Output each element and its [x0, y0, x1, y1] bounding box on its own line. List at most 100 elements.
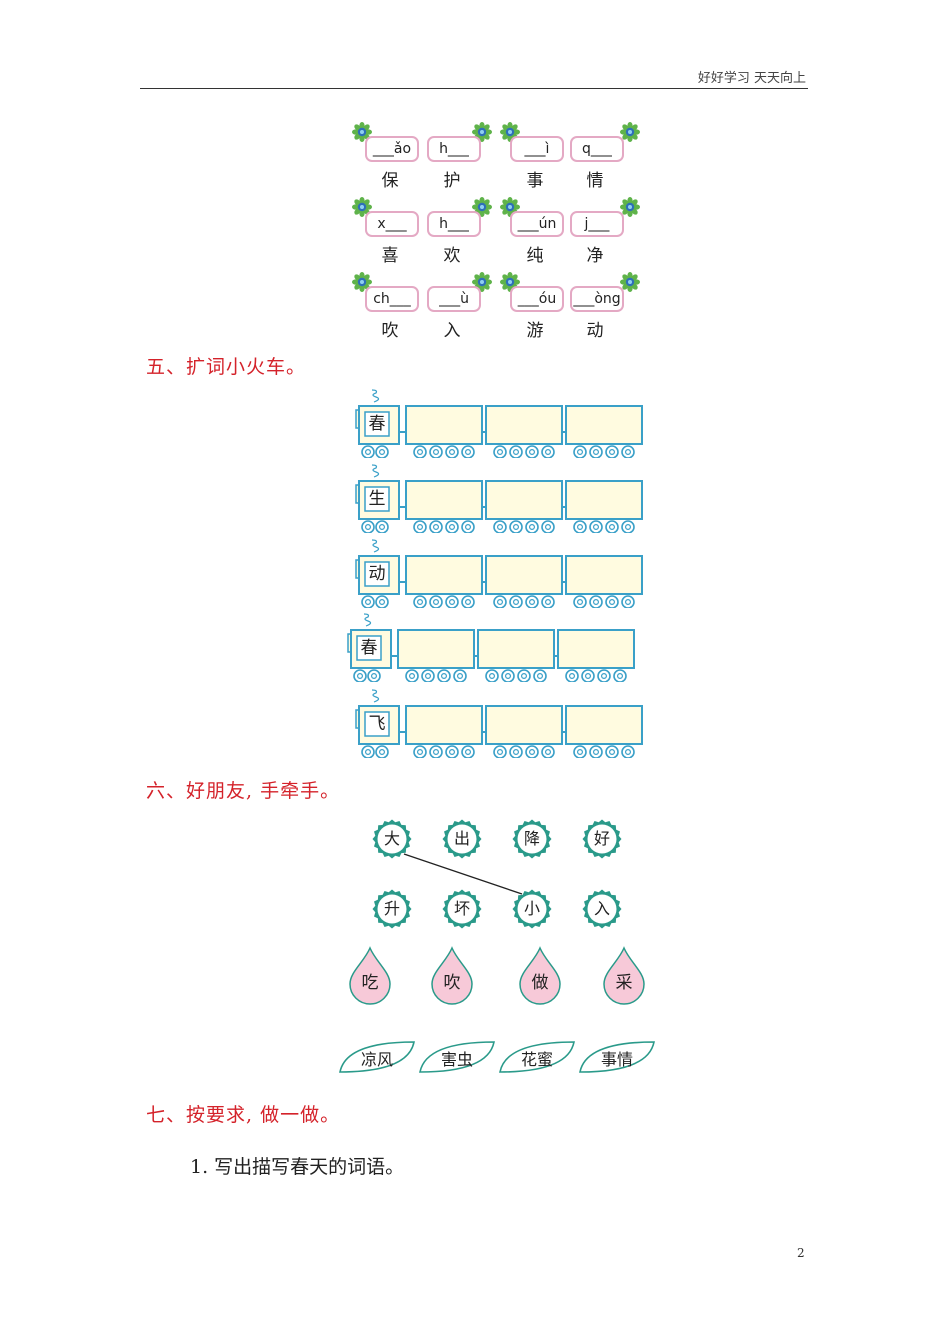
seal-character: 小 — [523, 899, 540, 918]
train-wheel — [445, 595, 459, 608]
seal-character: 坏 — [453, 899, 470, 918]
word-train: 动 — [354, 538, 654, 608]
train-wheel — [361, 445, 375, 458]
train-wheel-hub — [497, 748, 504, 755]
pinyin-character: 游 — [526, 321, 544, 341]
flower-icon — [472, 272, 492, 292]
flower-icon — [500, 122, 520, 142]
pinyin-box[interactable]: j___ — [570, 211, 624, 237]
noun-leaf[interactable]: 事情 — [578, 1040, 656, 1074]
train-car-blank[interactable] — [480, 632, 552, 666]
train-wheel — [573, 445, 587, 458]
train-wheel — [413, 445, 427, 458]
pinyin-box[interactable]: ch___ — [365, 286, 419, 312]
character-seal[interactable]: 降 — [512, 819, 552, 859]
train-drawing — [355, 689, 643, 758]
verb-drop[interactable]: 做 — [516, 946, 564, 1006]
train-wheel-hub — [577, 523, 584, 530]
page-number: 2 — [797, 1246, 805, 1260]
train-wheel-hub — [448, 598, 455, 605]
pinyin-box[interactable]: ___òng — [570, 286, 624, 312]
word-train: 春 — [346, 612, 646, 682]
train-car-blank[interactable] — [488, 483, 560, 517]
word-train: 春 — [354, 388, 654, 458]
section-6-title: 六、好朋友, 手牵手。 — [146, 780, 341, 802]
pinyin-box[interactable]: h___ — [427, 211, 481, 237]
train-wheel — [621, 520, 635, 533]
train-car-blank[interactable] — [408, 708, 480, 742]
pinyin-character: 欢 — [443, 246, 461, 266]
train-car-blank[interactable] — [568, 483, 640, 517]
train-wheel-hub — [625, 523, 632, 530]
train-wheel-hub — [537, 672, 544, 679]
drop-shape — [349, 946, 391, 1005]
train-car-blank[interactable] — [488, 708, 560, 742]
pinyin-box[interactable]: h___ — [427, 136, 481, 162]
train-car-blank[interactable] — [568, 558, 640, 592]
character-seal[interactable]: 出 — [442, 819, 482, 859]
pinyin-box[interactable]: ___ǎo — [365, 136, 419, 162]
train-start-character: 动 — [368, 564, 386, 584]
train-wheel-hub — [513, 598, 520, 605]
character-seal[interactable]: 升 — [372, 889, 412, 929]
train-wheel — [375, 595, 389, 608]
train-car-blank[interactable] — [400, 632, 472, 666]
leaf-word: 害虫 — [440, 1050, 473, 1069]
train-wheel-hub — [497, 598, 504, 605]
verb-drop[interactable]: 吹 — [428, 946, 476, 1006]
section-7-title: 七、按要求, 做一做。 — [146, 1104, 341, 1126]
seal-character: 升 — [383, 899, 400, 918]
train-wheel — [517, 669, 531, 682]
noun-leaf[interactable]: 害虫 — [418, 1040, 496, 1074]
noun-leaf[interactable]: 花蜜 — [498, 1040, 576, 1074]
train-wheel-hub — [593, 748, 600, 755]
pinyin-box[interactable]: x___ — [365, 211, 419, 237]
train-wheel-hub — [529, 448, 536, 455]
train-wheel-hub — [505, 672, 512, 679]
train-wheel-hub — [379, 448, 386, 455]
seal-badge — [582, 819, 622, 859]
word-train: 生 — [354, 463, 654, 533]
pinyin-box[interactable]: ___óu — [510, 286, 564, 312]
train-car-blank[interactable] — [568, 708, 640, 742]
train-wheel-hub — [545, 598, 552, 605]
train-car-blank[interactable] — [560, 632, 632, 666]
leaf-word: 花蜜 — [520, 1050, 553, 1069]
train-car-blank[interactable] — [488, 408, 560, 442]
train-wheel — [361, 745, 375, 758]
character-seal[interactable]: 小 — [512, 889, 552, 929]
train-wheel-hub — [448, 448, 455, 455]
seal-character: 出 — [453, 829, 470, 848]
character-seal[interactable]: 大 — [372, 819, 412, 859]
noun-leaf[interactable]: 凉风 — [338, 1040, 416, 1074]
train-car-blank[interactable] — [408, 558, 480, 592]
train-car-blank[interactable] — [488, 558, 560, 592]
character-seal[interactable]: 好 — [582, 819, 622, 859]
pinyin-box[interactable]: ___ún — [510, 211, 564, 237]
flower-icon — [620, 197, 640, 217]
seal-character: 大 — [383, 829, 400, 848]
train-car-blank[interactable] — [568, 408, 640, 442]
character-seal[interactable]: 坏 — [442, 889, 482, 929]
train-wheel-hub — [365, 448, 372, 455]
train-wheel-hub — [585, 672, 592, 679]
train-wheel — [573, 595, 587, 608]
verb-drop[interactable]: 吃 — [346, 946, 394, 1006]
character-seal[interactable]: 入 — [582, 889, 622, 929]
train-wheel — [597, 669, 611, 682]
page-header: 好好学习 天天向上 — [140, 66, 808, 89]
pinyin-box[interactable]: q___ — [570, 136, 624, 162]
verb-drop[interactable]: 采 — [600, 946, 648, 1006]
train-wheel — [621, 745, 635, 758]
train-car-blank[interactable] — [408, 483, 480, 517]
train-drawing — [355, 389, 643, 458]
drop-character: 采 — [615, 973, 633, 993]
seal-character: 好 — [593, 829, 610, 848]
train-car-blank[interactable] — [408, 408, 480, 442]
train-wheel — [621, 445, 635, 458]
pinyin-box[interactable]: ___ù — [427, 286, 481, 312]
train-wheel — [361, 595, 375, 608]
train-wheel-hub — [464, 448, 471, 455]
pinyin-box[interactable]: ___ì — [510, 136, 564, 162]
train-wheel — [541, 445, 555, 458]
